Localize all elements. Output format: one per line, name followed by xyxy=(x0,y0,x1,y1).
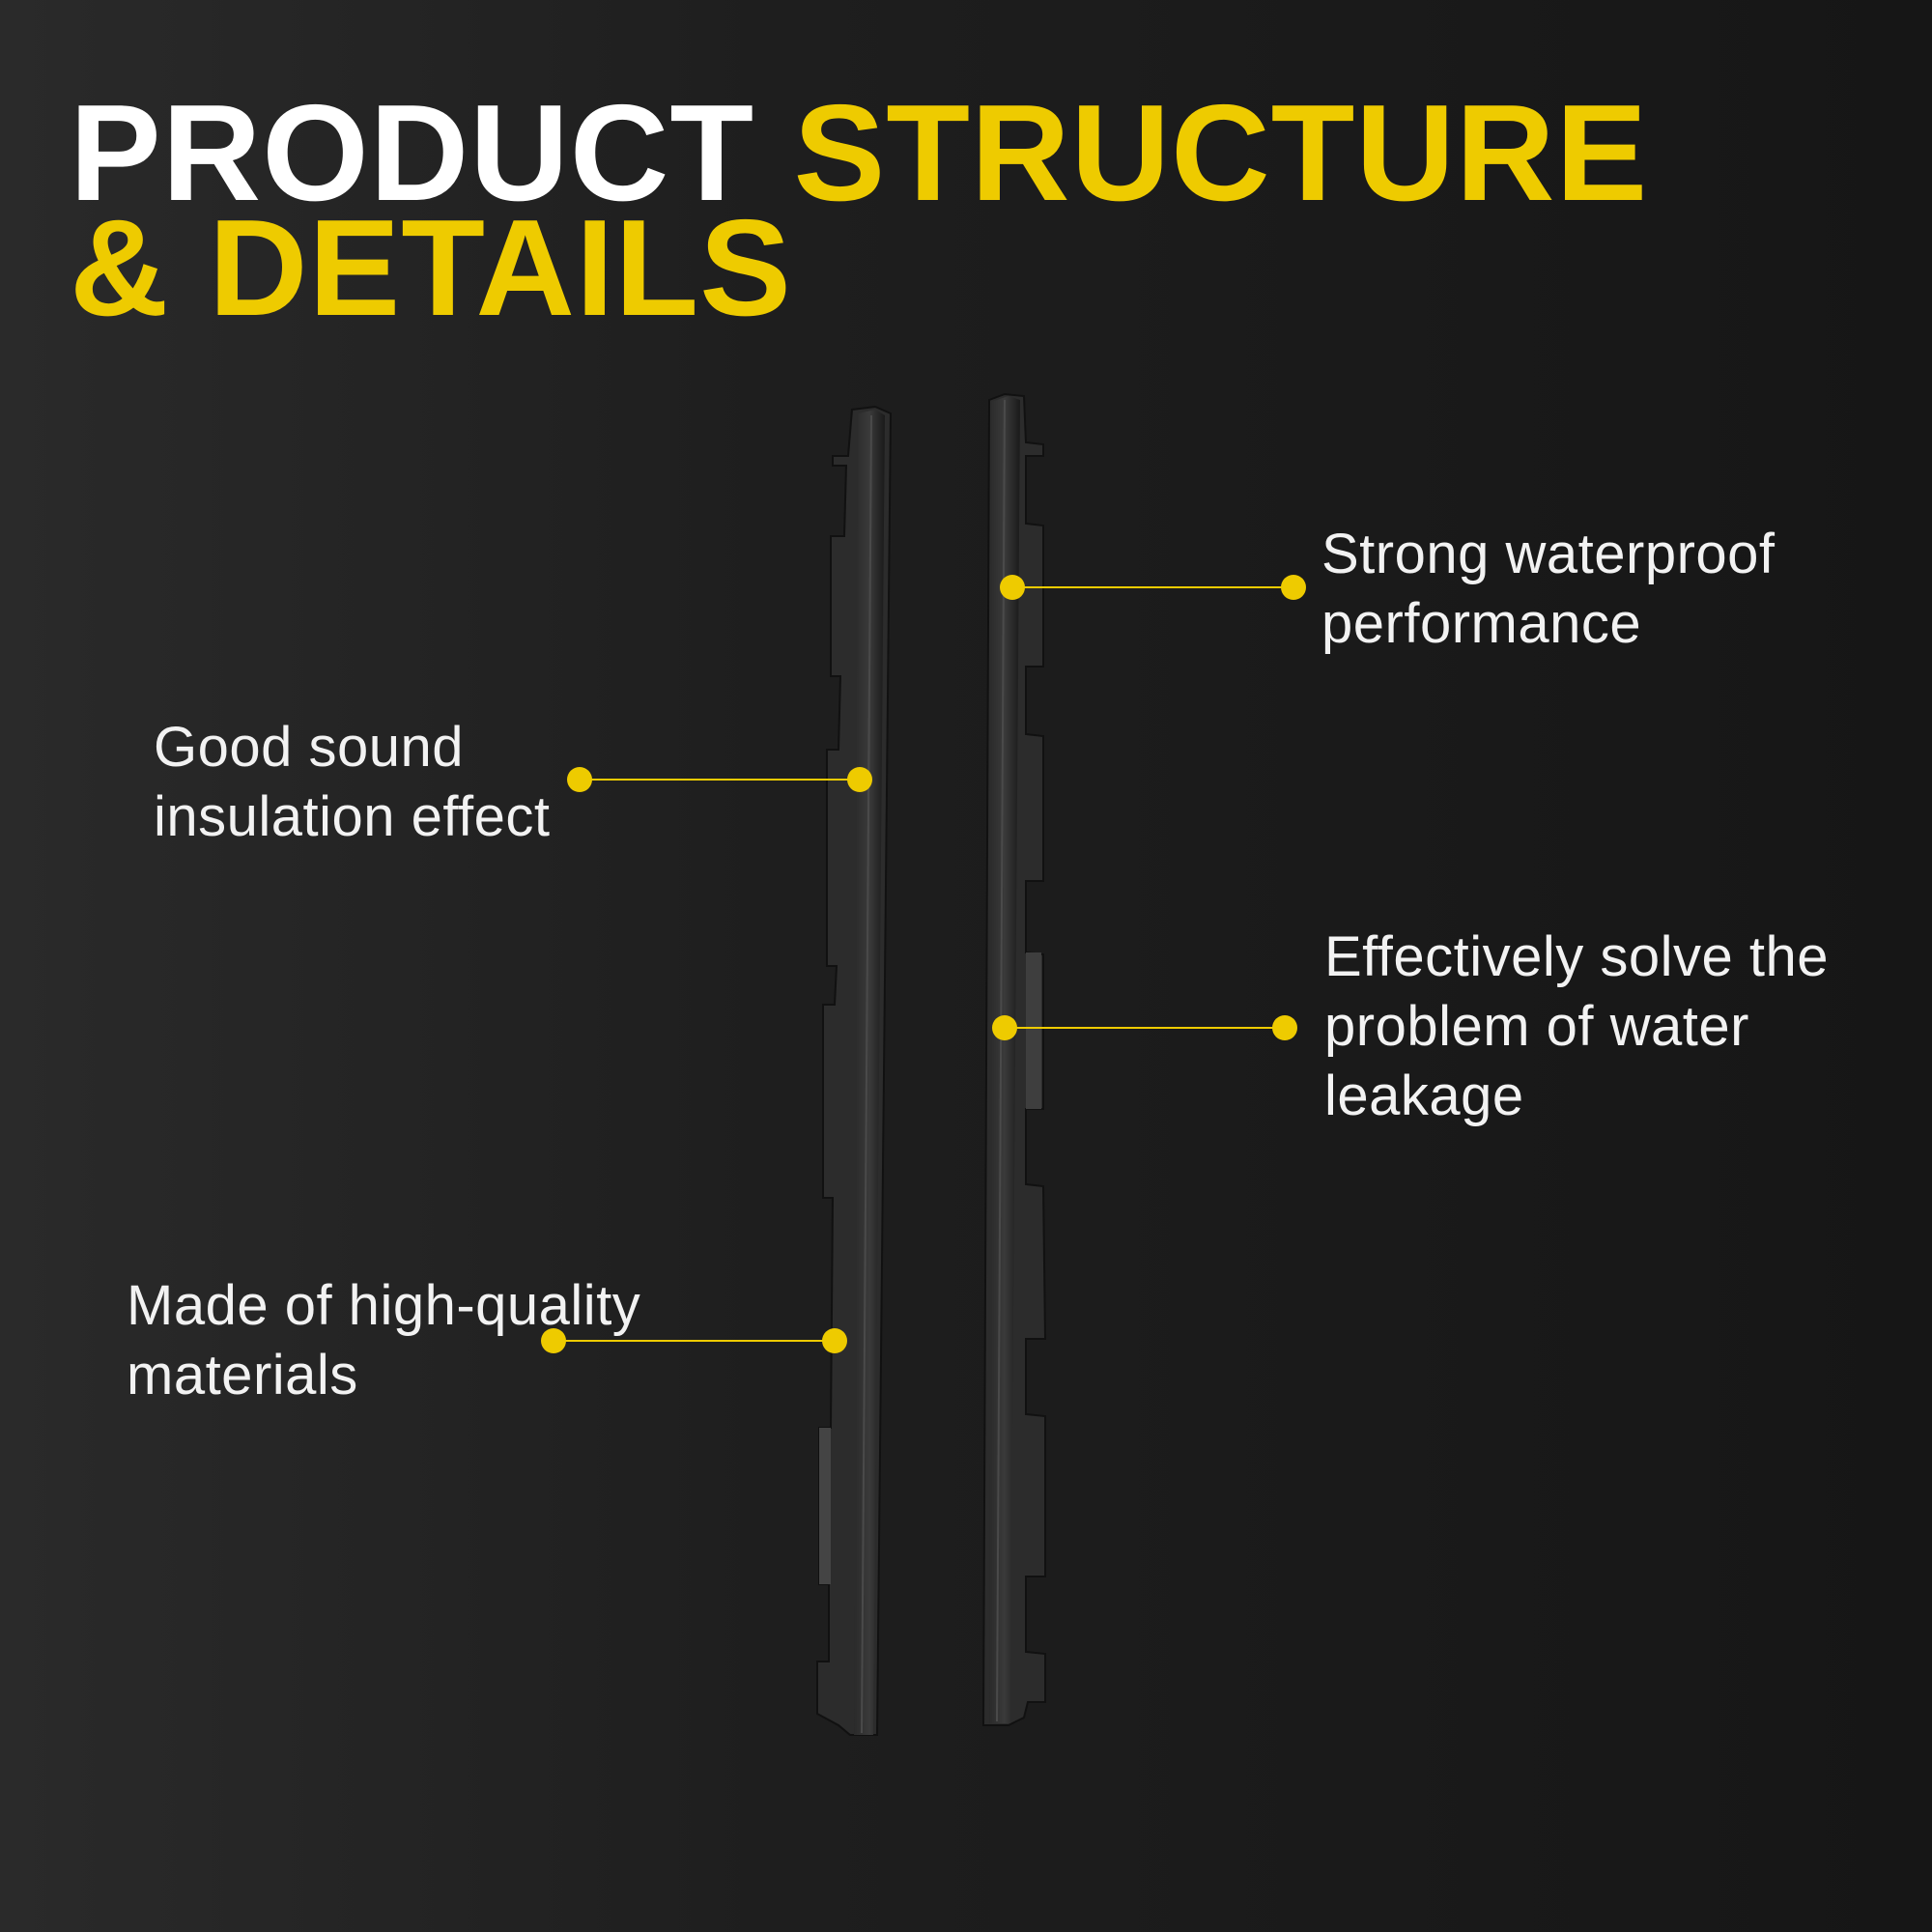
callout-waterproof: Strong waterproof performance xyxy=(1321,520,1776,659)
callout-line: Good sound xyxy=(154,716,465,779)
connector-materials xyxy=(541,1328,847,1353)
connector-waterproof xyxy=(1000,575,1306,600)
callout-line: materials xyxy=(127,1344,358,1406)
callout-line: leakage xyxy=(1324,1065,1524,1127)
callout-line: performance xyxy=(1321,592,1642,655)
callout-water-leakage: Effectively solve the problem of water l… xyxy=(1324,923,1829,1131)
callout-line: Made of high-quality xyxy=(127,1274,641,1337)
title-structure: STRUCTURE xyxy=(793,76,1649,230)
connector-sound xyxy=(567,767,872,792)
callout-line: Effectively solve the xyxy=(1324,925,1830,988)
title-line-1: PRODUCT STRUCTURE xyxy=(70,85,1648,222)
right-seal-strip xyxy=(981,392,1047,1726)
callout-materials: Made of high-quality materials xyxy=(127,1271,640,1410)
callout-line: insulation effect xyxy=(154,785,551,848)
connector-leakage xyxy=(992,1015,1297,1040)
callout-line: problem of water xyxy=(1324,995,1749,1058)
callout-sound-insulation: Good sound insulation effect xyxy=(154,713,550,852)
left-seal-strip xyxy=(816,405,893,1736)
title-details: & DETAILS xyxy=(70,191,792,345)
callout-line: Strong waterproof xyxy=(1321,523,1776,585)
title-product: PRODUCT xyxy=(70,76,755,230)
